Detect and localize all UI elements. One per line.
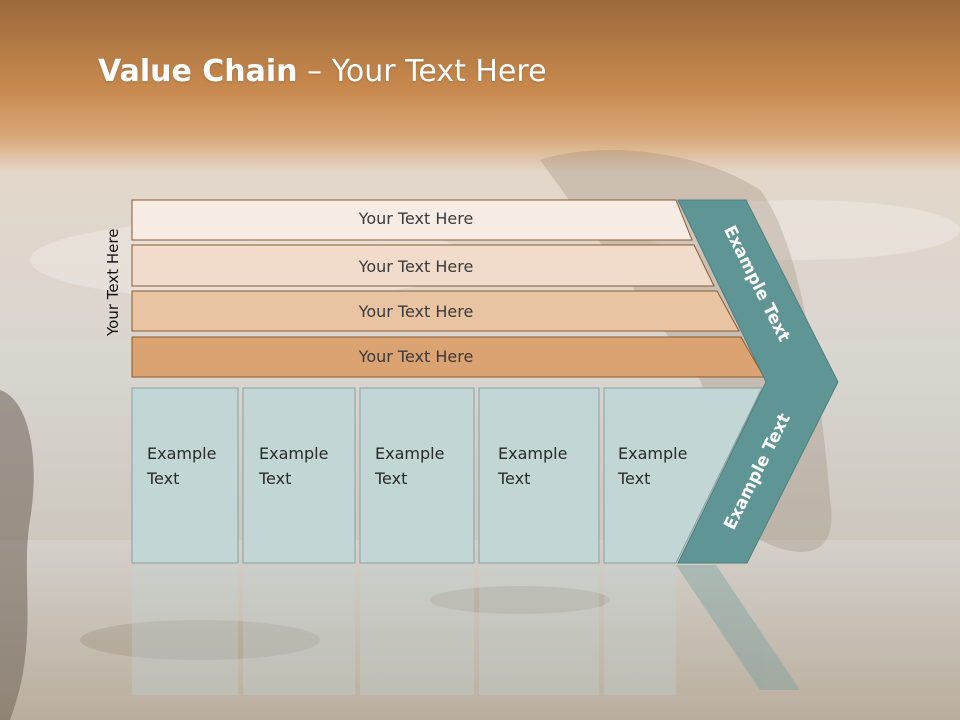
bar-2-label: Your Text Here bbox=[358, 257, 474, 276]
column-4-line-2: Text bbox=[497, 469, 530, 488]
slide-title: Value Chain – Your Text Here bbox=[98, 54, 547, 89]
column-1-line-2: Text bbox=[146, 469, 179, 488]
column-1-line-1: Example bbox=[147, 444, 216, 463]
bar-2 bbox=[131, 244, 715, 287]
column-4-line-1: Example bbox=[498, 444, 567, 463]
reflection-column-5 bbox=[604, 565, 676, 695]
chevron-arrow-shape bbox=[677, 199, 839, 564]
title-rest: – Your Text Here bbox=[297, 54, 547, 89]
bar-group: Your Text Here Your Text Here Your Text … bbox=[131, 199, 765, 378]
bar-1 bbox=[131, 199, 693, 241]
reflection-column-1 bbox=[132, 565, 238, 695]
bar-3-label: Your Text Here bbox=[358, 302, 474, 321]
column-4 bbox=[478, 387, 600, 564]
bar-3 bbox=[131, 290, 740, 332]
reflection-column-2 bbox=[243, 565, 355, 695]
bar-1-label: Your Text Here bbox=[358, 209, 474, 228]
column-group: Example Text Example Text Example Text E… bbox=[131, 387, 763, 564]
column-5-line-1: Example bbox=[618, 444, 687, 463]
column-5-line-2: Text bbox=[617, 469, 650, 488]
reflection-column-3 bbox=[360, 565, 474, 695]
reflection-arrow bbox=[676, 565, 800, 690]
column-2 bbox=[242, 387, 356, 564]
column-3-line-1: Example bbox=[375, 444, 444, 463]
column-1 bbox=[131, 387, 239, 564]
reflection bbox=[132, 565, 800, 695]
column-2-line-2: Text bbox=[258, 469, 291, 488]
title-bold: Value Chain bbox=[98, 54, 298, 89]
bar-4-label: Your Text Here bbox=[358, 347, 474, 366]
column-3-line-2: Text bbox=[374, 469, 407, 488]
reflection-column-4 bbox=[479, 565, 599, 695]
column-5 bbox=[603, 387, 763, 564]
column-2-line-1: Example bbox=[259, 444, 328, 463]
column-3 bbox=[359, 387, 475, 564]
